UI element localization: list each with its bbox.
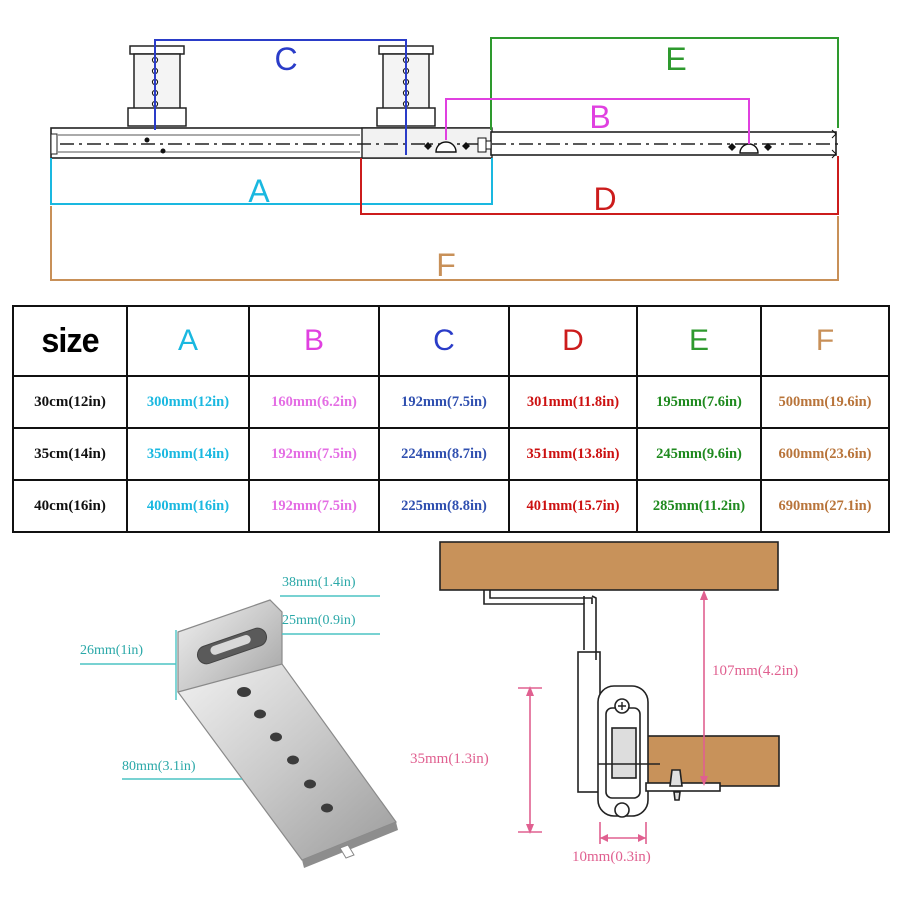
- table-cell-c: 225mm(8.8in): [378, 479, 510, 533]
- table-cell-e: 195mm(7.6in): [636, 375, 762, 429]
- dimension-line-b: [445, 98, 750, 144]
- dimension-text-length: 80mm(3.1in): [122, 759, 196, 774]
- table-cell-d: 401mm(15.7in): [508, 479, 638, 533]
- dimension-text-flange-height: 26mm(1in): [80, 643, 143, 658]
- label-c: C: [274, 41, 297, 77]
- table-cell-e: 285mm(11.2in): [636, 479, 762, 533]
- slide-rail-profile: [597, 685, 721, 818]
- drawer-side-board: [644, 735, 780, 787]
- table-cell-f: 600mm(23.6in): [760, 427, 890, 481]
- size-table: size A B C D E F 30cm(12in) 300mm(12in) …: [12, 305, 890, 533]
- column-header-a: A: [126, 305, 250, 377]
- dimension-line-a: [50, 158, 493, 205]
- install-dimension-lines: [518, 590, 708, 844]
- rail-body: [50, 127, 842, 159]
- label-a: A: [248, 173, 270, 209]
- column-header-c: C: [378, 305, 510, 377]
- table-cell-d: 351mm(13.8in): [508, 427, 638, 481]
- table-row: 35cm(14in) 350mm(14in) 192mm(7.5in) 224m…: [12, 427, 890, 481]
- cabinet-top-board: [439, 541, 779, 591]
- table-cell-f: 690mm(27.1in): [760, 479, 890, 533]
- dimension-text-drop: 107mm(4.2in): [712, 663, 799, 679]
- column-header-b: B: [248, 305, 380, 377]
- dimension-line-d: [360, 156, 839, 215]
- dimension-text-slot-width: 25mm(0.9in): [282, 613, 356, 628]
- table-cell-c: 192mm(7.5in): [378, 375, 510, 429]
- table-cell-b: 160mm(6.2in): [248, 375, 380, 429]
- dimension-text-rail-height: 35mm(1.3in): [410, 751, 489, 767]
- label-f: F: [436, 247, 456, 283]
- bracket-profile: [483, 590, 601, 793]
- table-cell-c: 224mm(8.7in): [378, 427, 510, 481]
- table-cell-size: 30cm(12in): [12, 375, 128, 429]
- table-cell-b: 192mm(7.5in): [248, 479, 380, 533]
- table-row: 30cm(12in) 300mm(12in) 160mm(6.2in) 192m…: [12, 375, 890, 429]
- dimension-line-f: [50, 206, 839, 281]
- table-cell-a: 350mm(14in): [126, 427, 250, 481]
- dimension-line-c: [154, 39, 407, 155]
- table-cell-size: 35cm(14in): [12, 427, 128, 481]
- column-header-e: E: [636, 305, 762, 377]
- table-header-row: size A B C D E F: [13, 305, 890, 377]
- slide-rail-diagram: C E B A D F: [50, 37, 842, 283]
- mounting-post-left: [127, 45, 187, 127]
- label-d: D: [593, 181, 616, 217]
- label-b: B: [589, 99, 610, 135]
- dimension-text-width-top: 38mm(1.4in): [282, 575, 356, 590]
- column-header-size: size: [14, 305, 126, 377]
- table-cell-a: 300mm(12in): [126, 375, 250, 429]
- table-cell-e: 245mm(9.6in): [636, 427, 762, 481]
- column-header-f: F: [760, 305, 890, 377]
- table-cell-size: 40cm(16in): [12, 479, 128, 533]
- table-cell-a: 400mm(16in): [126, 479, 250, 533]
- dimension-line-e: [490, 37, 839, 130]
- label-e: E: [665, 41, 686, 77]
- table-cell-f: 500mm(19.6in): [760, 375, 890, 429]
- column-header-d: D: [508, 305, 638, 377]
- table-row: 40cm(16in) 400mm(16in) 192mm(7.5in) 225m…: [12, 479, 890, 533]
- table-cell-d: 301mm(11.8in): [508, 375, 638, 429]
- table-cell-b: 192mm(7.5in): [248, 427, 380, 481]
- dimension-text-gap: 10mm(0.3in): [572, 849, 651, 865]
- bracket-image: [176, 599, 398, 868]
